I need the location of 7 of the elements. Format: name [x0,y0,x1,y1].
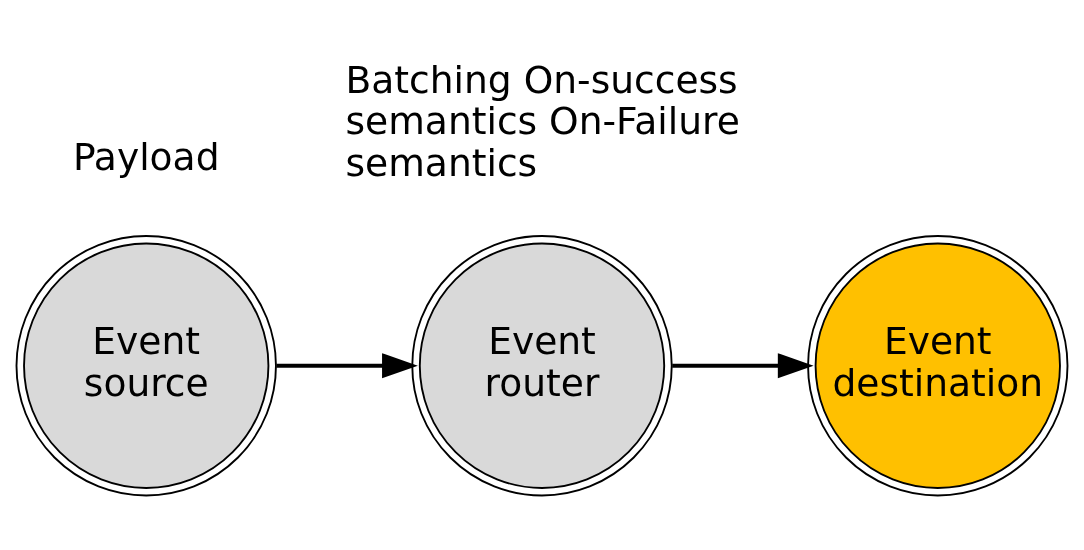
node-circle: Event source [15,234,277,496]
label: Batching On-success semantics On-Failure semantics [345,57,740,185]
node-circle: Event router [411,234,673,496]
label: Payload [72,134,220,179]
arrow [672,352,814,378]
arrow [276,352,418,378]
node-circle: Event destination [807,234,1069,496]
